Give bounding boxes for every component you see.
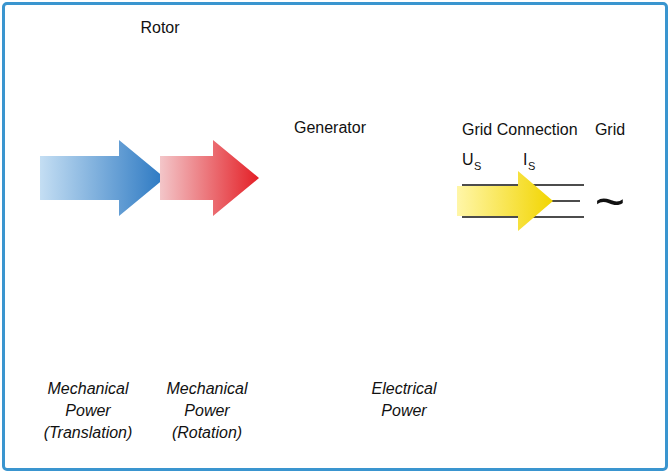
rotation-power-arrow — [160, 140, 259, 216]
node-heading: Generator — [294, 118, 366, 137]
current-subscript: S — [528, 160, 535, 173]
node-heading: Grid — [595, 120, 625, 139]
power-caption: Mechanical Power (Rotation) — [155, 378, 260, 444]
node-outline — [215, 118, 475, 268]
node-heading: Rotor — [140, 18, 179, 37]
grid-connection-label: Grid Connection — [462, 120, 578, 139]
rotor: Rotor — [130, 18, 190, 322]
wind-arrow — [40, 140, 165, 216]
power-caption: Mechanical Power (Translation) — [36, 378, 141, 444]
voltage-subscript: S — [474, 160, 481, 173]
ac-symbol: ~ — [595, 175, 625, 227]
current-symbol: I — [523, 150, 527, 169]
power-caption: Electrical Power — [352, 378, 457, 422]
grid-source: Grid ~ — [572, 120, 650, 236]
generator-cylinder: Generator — [215, 118, 475, 268]
voltage-symbol: U — [462, 150, 474, 169]
node-outline — [130, 18, 190, 322]
electrical-power-arrow — [457, 171, 553, 231]
